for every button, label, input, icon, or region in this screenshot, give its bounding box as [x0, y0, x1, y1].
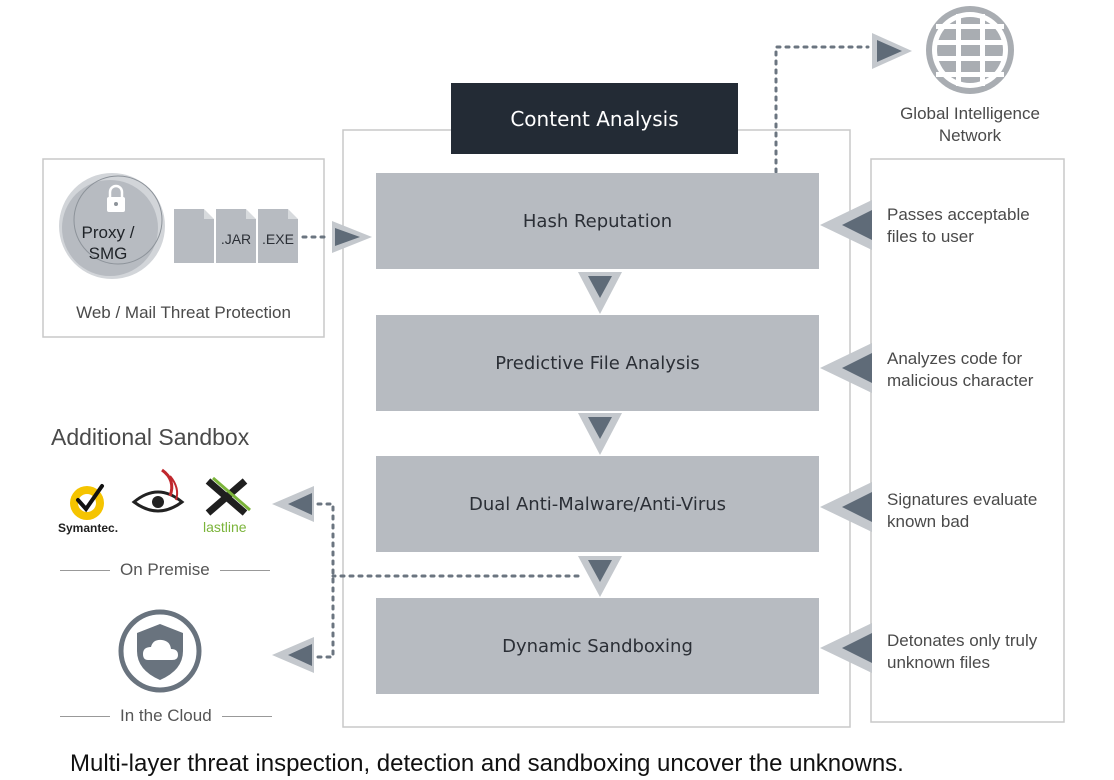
desc-arrow-4 [820, 623, 872, 673]
proxy-label-line1: Proxy / [81, 223, 135, 242]
proxy-icon [59, 173, 165, 279]
lastline-label: lastline [203, 519, 247, 535]
proxy-label-line2: SMG [88, 244, 128, 263]
exe-file-icon: .EXE [258, 209, 298, 263]
eye-logo [131, 468, 185, 513]
lock-icon [107, 184, 125, 212]
stage-label: Hash Reputation [522, 210, 673, 232]
content-analysis-header: Content Analysis [451, 83, 738, 154]
down-arrow-3 [578, 556, 622, 597]
stage-description: Passes acceptable files to user [887, 204, 1030, 248]
stage-description-line1: Signatures evaluate [887, 490, 1038, 509]
stage-description-line1: Passes acceptable [887, 205, 1030, 224]
stage-description-line1: Analyzes code for [887, 349, 1023, 368]
stage-description-line2: malicious character [887, 371, 1034, 390]
stage-predictive-file-analysis: Predictive File Analysis [376, 315, 819, 411]
arrow-into-hash-reputation [332, 221, 372, 253]
desc-arrow-1 [820, 200, 872, 250]
stage-label: Dynamic Sandboxing [502, 635, 693, 657]
source-caption: Web / Mail Threat Protection [76, 303, 291, 322]
on-premise-label: On Premise [50, 560, 280, 580]
desc-arrow-3 [820, 482, 872, 532]
diagram-caption: Multi-layer threat inspection, detection… [70, 750, 904, 777]
cloud-shield-icon [118, 609, 202, 693]
additional-sandbox-title: Additional Sandbox [51, 424, 250, 450]
in-cloud-text: In the Cloud [120, 706, 212, 725]
down-arrow-2 [578, 413, 622, 455]
stage-description: Analyzes code for malicious character [887, 348, 1033, 392]
content-analysis-title: Content Analysis [510, 106, 679, 131]
stage-label: Dual Anti-Malware/Anti-Virus [468, 493, 727, 515]
global-network-label: Global Intelligence Network [880, 103, 1060, 147]
stage-description-line2: unknown files [887, 653, 991, 672]
stage-hash-reputation: Hash Reputation [376, 173, 819, 269]
stage-label: Predictive File Analysis [495, 352, 700, 374]
symantec-label: Symantec. [58, 521, 119, 535]
down-arrow-1 [578, 272, 622, 314]
exe-file-label: .EXE [262, 231, 294, 247]
jar-file-label: .JAR [220, 231, 252, 247]
pdf-file-icon [174, 209, 214, 263]
stage-description-line2: files to user [887, 227, 974, 246]
stage-dual-anti-malware: Dual Anti-Malware/Anti-Virus [376, 456, 819, 552]
in-cloud-label: In the Cloud [50, 706, 282, 726]
arrow-to-cloud [272, 637, 314, 673]
global-network-label-line2: Network [938, 126, 1002, 145]
stage-description-line1: Detonates only truly [887, 631, 1038, 650]
stage-description-line2: known bad [887, 512, 970, 531]
proxy-label: Proxy / SMG [68, 222, 148, 264]
globe-icon [926, 6, 1014, 94]
global-network-label-line1: Global Intelligence [900, 104, 1040, 123]
jar-file-icon: .JAR [216, 209, 256, 263]
on-premise-text: On Premise [120, 560, 210, 579]
stage-dynamic-sandboxing: Dynamic Sandboxing [376, 598, 819, 694]
arrow-to-global-network [872, 33, 912, 69]
lastline-logo [205, 476, 251, 516]
stage-description: Signatures evaluate known bad [887, 489, 1037, 533]
desc-arrow-2 [820, 343, 872, 393]
arrow-to-on-premise [272, 486, 314, 522]
stage-description: Detonates only truly unknown files [887, 630, 1037, 674]
symantec-logo [70, 484, 104, 520]
